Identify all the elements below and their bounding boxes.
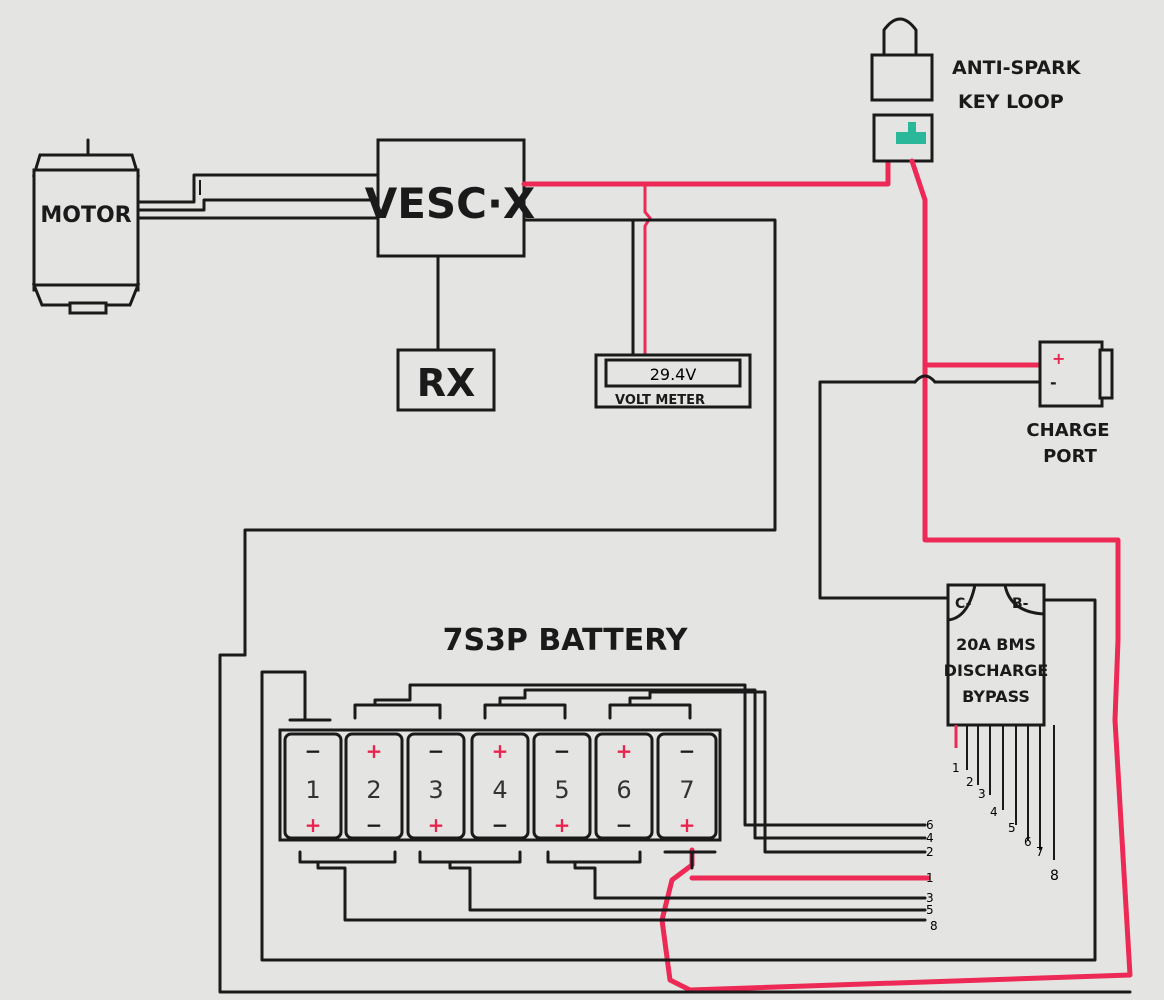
charge-label-line1: CHARGE: [1026, 420, 1109, 441]
cell-2-top: +: [366, 739, 383, 763]
bms-label-line3: BYPASS: [962, 687, 1030, 706]
cell-7-top: −: [679, 739, 696, 763]
balance-wire-labels: 6 4 2 1 3 5 8: [926, 818, 938, 933]
vesc-label: VESC·X: [365, 179, 536, 228]
bms-pin-4: 4: [990, 805, 998, 819]
cell-5-top: −: [554, 739, 571, 763]
vesc-negative-wire: [243, 218, 777, 657]
cell-4-top: +: [492, 739, 509, 763]
volt-meter: 29.4V VOLT METER: [594, 353, 752, 409]
cell-2: + 2 −: [344, 732, 404, 840]
motor: MOTOR: [31, 138, 141, 315]
cell-1-top: −: [305, 739, 322, 763]
cell-1: − 1 +: [283, 732, 343, 840]
balance-label-8: 8: [930, 919, 938, 933]
cell-6-top: +: [616, 739, 633, 763]
bms-c-label: C-: [955, 596, 972, 612]
bms-label-line1: 20A BMS: [956, 635, 1036, 654]
balance-label-3: 3: [926, 891, 934, 905]
balance-label-4: 4: [926, 831, 934, 845]
cell-7-bottom: +: [679, 813, 696, 837]
cell-5-bottom: +: [554, 813, 571, 837]
rx-label: RX: [417, 361, 476, 405]
bms-label-line2: DISCHARGE: [944, 661, 1049, 680]
cell-6-bottom: −: [616, 813, 633, 837]
cell-4: + 4 −: [470, 732, 530, 840]
bms-b-label: B-: [1012, 596, 1029, 612]
cell-1-bottom: +: [305, 813, 322, 837]
cell-1-number: 1: [305, 776, 320, 804]
bms-pin-8: 8: [1050, 868, 1059, 884]
bms-pin-2: 2: [966, 775, 974, 789]
balance-label-1: 1: [926, 871, 934, 885]
balance-label-5: 5: [926, 903, 934, 917]
charge-minus: -: [1050, 373, 1057, 392]
bottom-series-links: [298, 850, 927, 922]
cell-3-bottom: +: [428, 813, 445, 837]
bms-pin-7: 7: [1036, 845, 1044, 859]
volt-reading: 29.4V: [650, 365, 697, 384]
bms-pin-5: 5: [1008, 821, 1016, 835]
charge-plus: +: [1052, 349, 1065, 368]
cell-7-number: 7: [679, 776, 694, 804]
vesc: VESC·X: [365, 138, 536, 258]
balance-label-2: 2: [926, 845, 934, 859]
motor-phase-wires: [136, 173, 380, 220]
anti-spark-label-line2: KEY LOOP: [958, 91, 1064, 113]
charge-label-line2: PORT: [1043, 446, 1098, 467]
motor-label: MOTOR: [40, 203, 131, 228]
charge-port: + - CHARGE PORT: [1026, 340, 1114, 467]
key-to-battery-wire: [909, 158, 1043, 368]
cell-3: − 3 +: [406, 732, 466, 840]
bms: C- B- 20A BMS DISCHARGE BYPASS: [944, 583, 1049, 727]
cell-3-number: 3: [428, 776, 443, 804]
cell-7: − 7 +: [656, 732, 718, 840]
battery-title: 7S3P BATTERY: [443, 623, 689, 658]
balance-label-6: 6: [926, 818, 934, 832]
rx: RX: [396, 348, 496, 412]
anti-spark-key-loop: ANTI-SPARK KEY LOOP: [870, 17, 1082, 163]
cell-2-number: 2: [366, 776, 381, 804]
cell-5-number: 5: [554, 776, 569, 804]
cell-2-bottom: −: [366, 813, 383, 837]
volt-meter-label: VOLT METER: [615, 393, 705, 408]
cell-5: − 5 +: [532, 732, 592, 840]
cell-6: + 6 −: [594, 732, 654, 840]
vesc-positive-wire: [521, 157, 891, 187]
bms-pin-6: 6: [1024, 835, 1032, 849]
anti-spark-label-line1: ANTI-SPARK: [952, 57, 1082, 79]
cell-4-bottom: −: [492, 813, 509, 837]
cell-4-number: 4: [492, 776, 507, 804]
top-series-links: [288, 683, 927, 854]
bms-pin-1: 1: [952, 761, 960, 775]
cell-6-number: 6: [616, 776, 631, 804]
bms-balance-pins: 1 2 3 4 5 6 7 8: [952, 725, 1059, 884]
cell-3-top: −: [428, 739, 445, 763]
bms-pin-3: 3: [978, 787, 986, 801]
